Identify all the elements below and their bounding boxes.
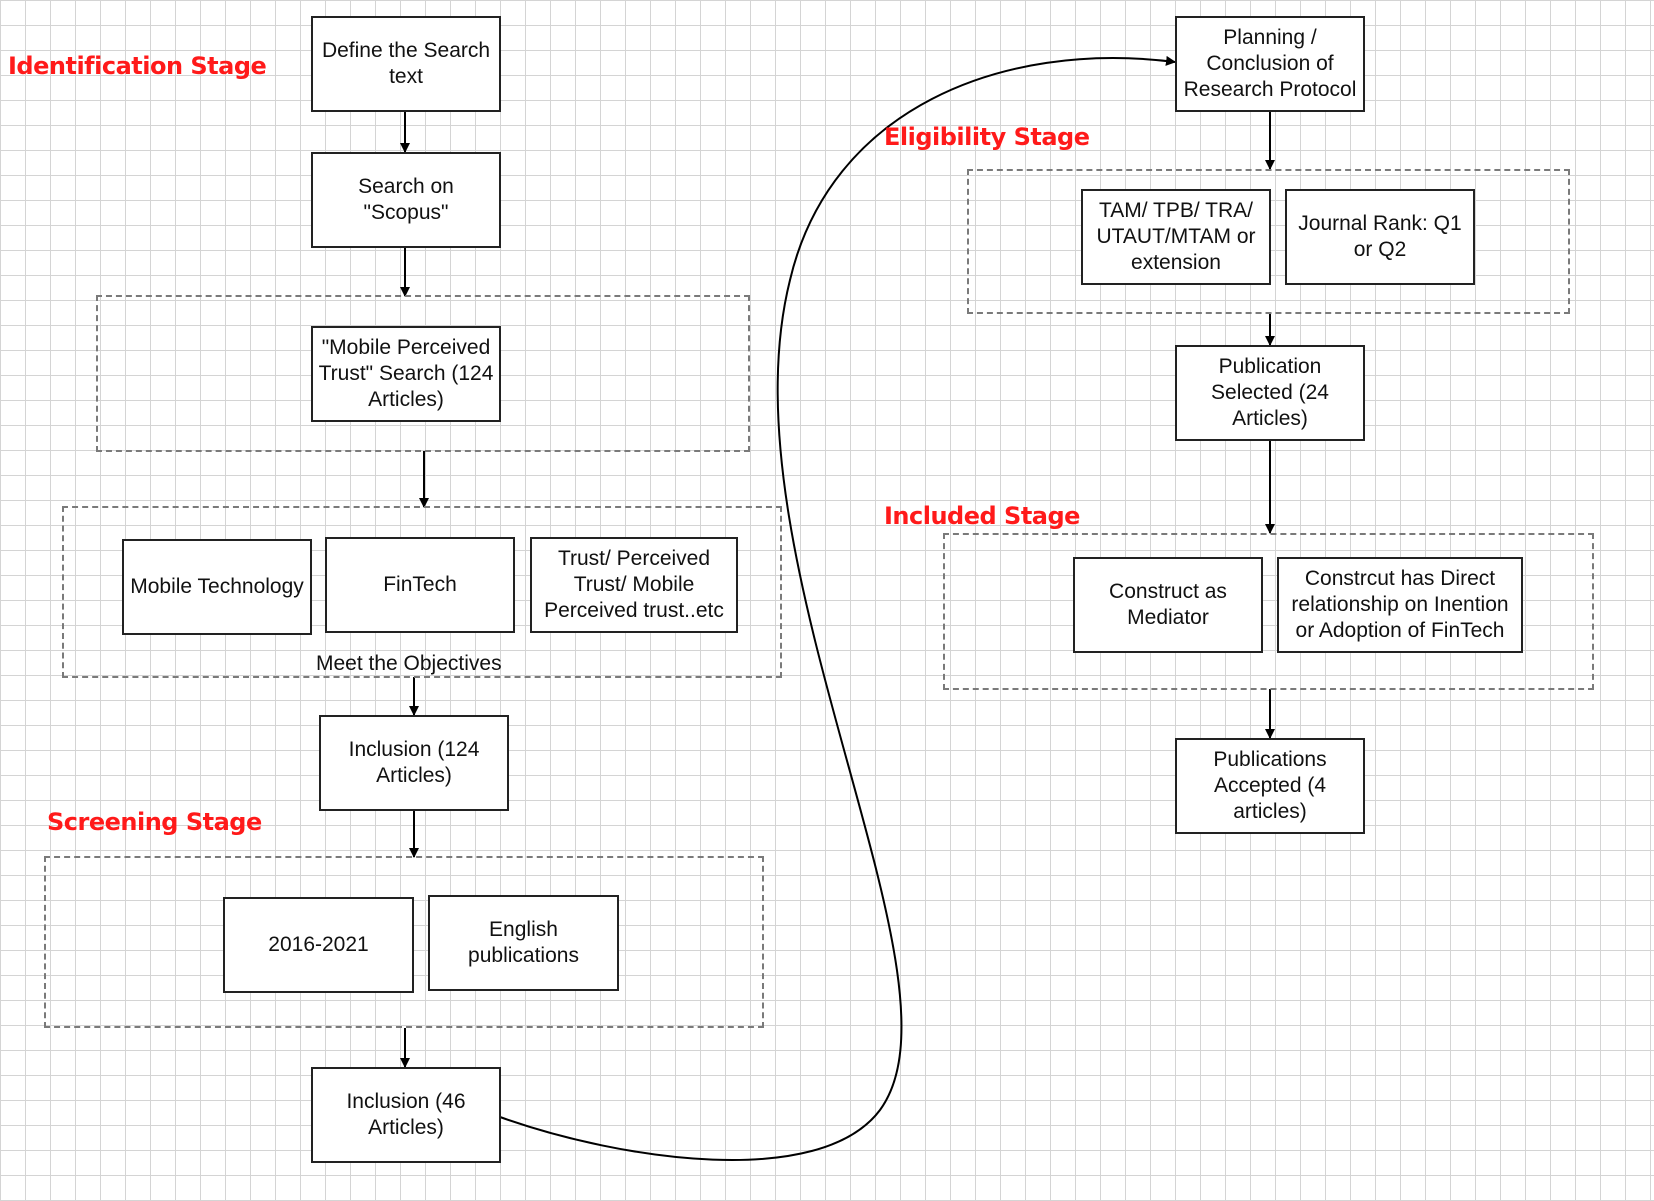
planning-box: Planning / Conclusion of Research Protoc… bbox=[1175, 16, 1365, 112]
identification-stage-label: Identification Stage bbox=[8, 52, 267, 80]
years-box: 2016-2021 bbox=[223, 897, 414, 993]
objectives-group bbox=[62, 506, 782, 678]
inclusion-46-box: Inclusion (46 Articles) bbox=[311, 1067, 501, 1163]
construct-mediator-box: Construct as Mediator bbox=[1073, 557, 1263, 653]
mobile-technology-box: Mobile Technology bbox=[122, 539, 312, 635]
construct-direct-box: Constrcut has Direct relationship on Ine… bbox=[1277, 557, 1523, 653]
eligibility-group bbox=[967, 169, 1570, 314]
inclusion-124-box: Inclusion (124 Articles) bbox=[319, 715, 509, 811]
included-group bbox=[943, 533, 1594, 690]
define-search-box: Define the Search text bbox=[311, 16, 501, 112]
curve-inclusion-46-to-planning bbox=[499, 55, 1176, 1161]
screening-group bbox=[44, 856, 764, 1028]
mobile-trust-search-box: "Mobile Perceived Trust" Search (124 Art… bbox=[311, 326, 501, 422]
journal-rank-box: Journal Rank: Q1 or Q2 bbox=[1285, 189, 1475, 285]
eligibility-stage-label: Eligibility Stage bbox=[884, 123, 1090, 151]
trust-search-group bbox=[96, 295, 750, 452]
search-scopus-box: Search on "Scopus" bbox=[311, 152, 501, 248]
publication-selected-box: Publication Selected (24 Articles) bbox=[1175, 345, 1365, 441]
models-box: TAM/ TPB/ TRA/ UTAUT/MTAM or extension bbox=[1081, 189, 1271, 285]
english-publications-box: English publications bbox=[428, 895, 619, 991]
fintech-box: FinTech bbox=[325, 537, 515, 633]
meet-objectives-label: Meet the Objectives bbox=[316, 652, 502, 675]
trust-terms-box: Trust/ Perceived Trust/ Mobile Perceived… bbox=[530, 537, 738, 633]
included-stage-label: Included Stage bbox=[884, 502, 1080, 530]
publications-accepted-box: Publications Accepted (4 articles) bbox=[1175, 738, 1365, 834]
screening-stage-label: Screening Stage bbox=[47, 808, 262, 836]
